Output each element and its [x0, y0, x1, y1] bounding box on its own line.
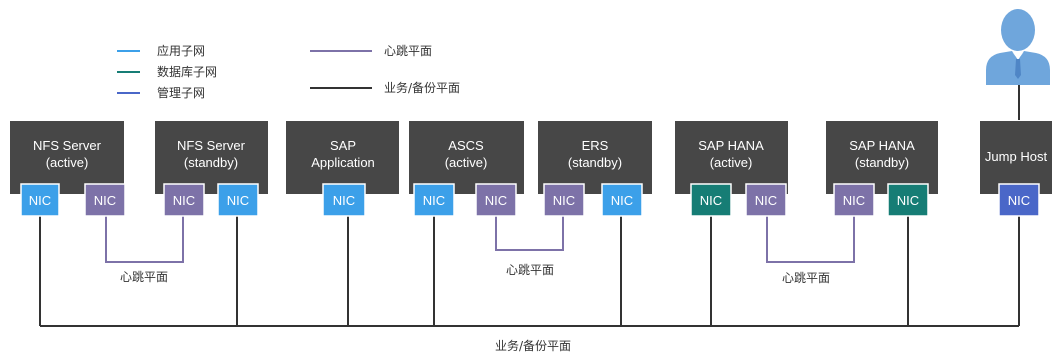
server-label-line2: (active)	[46, 155, 89, 170]
server-label-line2: (active)	[445, 155, 488, 170]
server-ers: ERS (standby)	[538, 121, 652, 194]
legend: 应用子网 数据库子网 管理子网 心跳平面 业务/备份平面	[117, 43, 460, 100]
nic-label: NIC	[611, 193, 633, 208]
nic-hana-active-db: NIC	[690, 183, 732, 217]
nic-label: NIC	[94, 193, 116, 208]
business-plane-label: 业务/备份平面	[495, 338, 571, 353]
legend-db-subnet: 数据库子网	[157, 64, 217, 79]
nic-nfs-active-heartbeat: NIC	[84, 183, 126, 217]
server-sap-application: SAP Application	[286, 121, 399, 194]
nic-label: NIC	[29, 193, 51, 208]
nic-sap-app-app: NIC	[322, 183, 366, 217]
nic-label: NIC	[843, 193, 865, 208]
nic-ascs-app: NIC	[413, 183, 455, 217]
nic-label: NIC	[485, 193, 507, 208]
heartbeat-label-ascs-ers: 心跳平面	[506, 263, 554, 277]
heartbeat-link-ascs-ers	[495, 216, 564, 251]
server-label-line1: ASCS	[448, 138, 484, 153]
server-label-line2: (standby)	[184, 155, 238, 170]
legend-mgmt-subnet: 管理子网	[157, 85, 205, 100]
server-label-line1: SAP HANA	[698, 138, 764, 153]
nic-hana-active-heartbeat: NIC	[745, 183, 787, 217]
nic-ers-heartbeat: NIC	[543, 183, 585, 217]
nic-jump-host-mgmt: NIC	[998, 183, 1040, 217]
server-sap-hana-standby: SAP HANA (standby)	[826, 121, 938, 194]
nic-nfs-standby-heartbeat: NIC	[163, 183, 205, 217]
nic-label: NIC	[423, 193, 445, 208]
server-label-line1: SAP	[330, 138, 356, 153]
server-label-line2: (standby)	[568, 155, 622, 170]
nic-ers-app: NIC	[601, 183, 643, 217]
server-jump-host: Jump Host	[980, 121, 1052, 194]
nic-nfs-active-app: NIC	[20, 183, 60, 217]
nic-label: NIC	[700, 193, 722, 208]
server-label-line2: (active)	[710, 155, 753, 170]
heartbeat-link-hana	[766, 216, 855, 263]
nic-nfs-standby-app: NIC	[217, 183, 259, 217]
nic-hana-standby-db: NIC	[887, 183, 929, 217]
nic-label: NIC	[333, 193, 355, 208]
heartbeat-link-nfs	[105, 216, 184, 263]
heartbeat-label-hana: 心跳平面	[782, 271, 830, 285]
connections	[39, 85, 1020, 327]
server-label-line1: Jump Host	[985, 149, 1048, 164]
legend-heartbeat: 心跳平面	[384, 44, 432, 58]
server-label-line2: Application	[311, 155, 375, 170]
nic-label: NIC	[897, 193, 919, 208]
heartbeat-label-nfs: 心跳平面	[120, 270, 168, 284]
nic-label: NIC	[553, 193, 575, 208]
nic-label: NIC	[1008, 193, 1030, 208]
nic-label: NIC	[227, 193, 249, 208]
server-nfs-standby: NFS Server (standby)	[155, 121, 268, 194]
server-ascs: ASCS (active)	[409, 121, 524, 194]
user-icon	[986, 9, 1050, 85]
nic-ascs-heartbeat: NIC	[475, 183, 517, 217]
server-label-line1: NFS Server	[177, 138, 246, 153]
nic-label: NIC	[173, 193, 195, 208]
server-label-line1: ERS	[582, 138, 609, 153]
legend-app-subnet: 应用子网	[157, 43, 205, 58]
nic-label: NIC	[755, 193, 777, 208]
server-nfs-active: NFS Server (active)	[10, 121, 124, 194]
server-label-line1: SAP HANA	[849, 138, 915, 153]
nic-hana-standby-heartbeat: NIC	[833, 183, 875, 217]
server-label-line2: (standby)	[855, 155, 909, 170]
server-sap-hana-active: SAP HANA (active)	[675, 121, 788, 194]
legend-business: 业务/备份平面	[384, 80, 460, 95]
server-label-line1: NFS Server	[33, 138, 102, 153]
